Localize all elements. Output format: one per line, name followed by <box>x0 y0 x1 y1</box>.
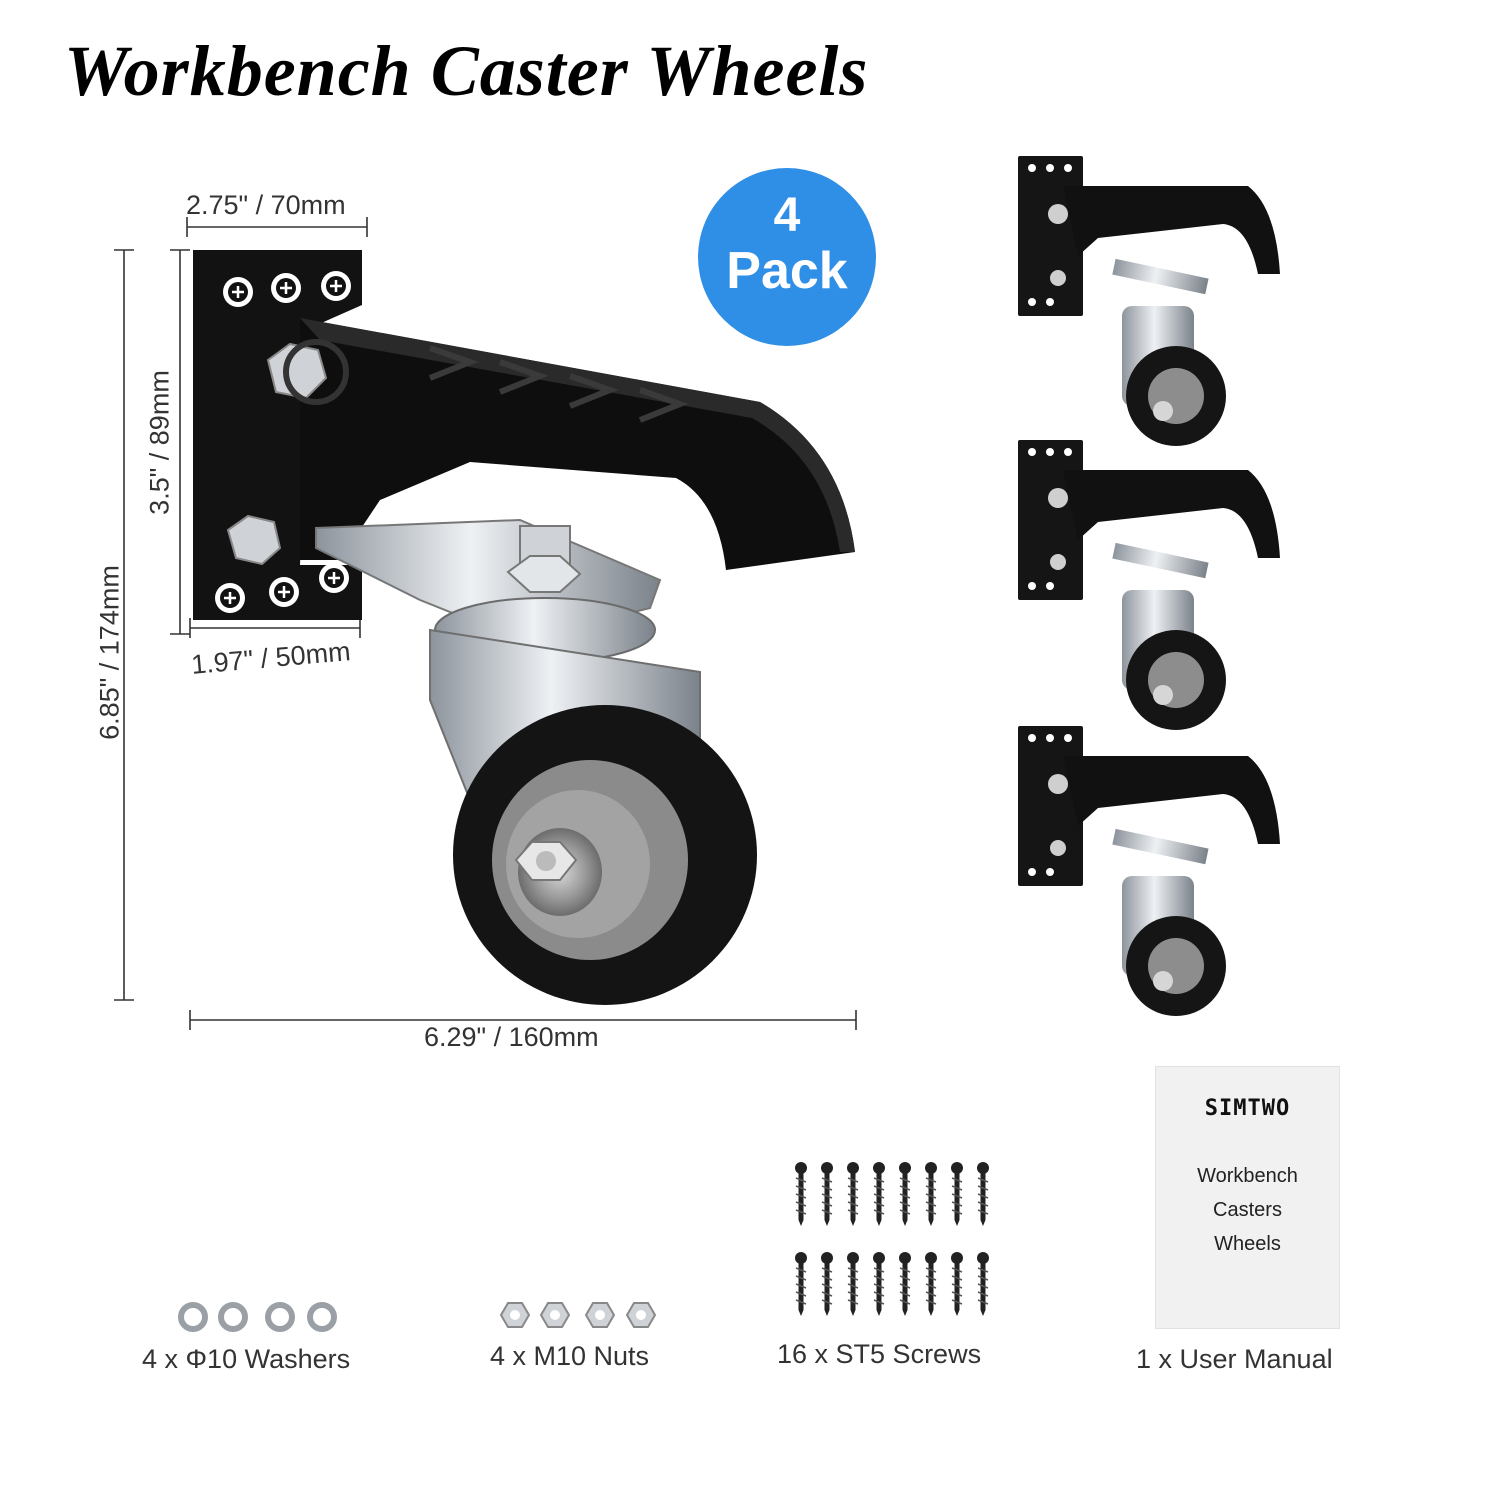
washers-label: 4 x Φ10 Washers <box>142 1344 351 1374</box>
nuts-label: 4 x M10 Nuts <box>490 1341 650 1371</box>
dimension-lines <box>114 217 857 1030</box>
washer-icon <box>178 1302 337 1332</box>
user-manual: SIMTWO Workbench Casters Wheels <box>1155 1066 1340 1329</box>
manual-line-1: Workbench <box>1197 1165 1298 1187</box>
screws-label: 16 x ST5 Screws <box>777 1339 982 1369</box>
nut-icon <box>499 1302 657 1328</box>
manual-line-3: Wheels <box>1214 1233 1281 1255</box>
page-title: Workbench Caster Wheels <box>64 31 869 111</box>
pack-count: 4 <box>773 189 801 242</box>
pack-label: Pack <box>726 242 848 300</box>
caster-preview-2 <box>1018 440 1280 730</box>
pack-badge: 4 Pack <box>698 168 876 346</box>
main-caster-illustration <box>193 250 855 1005</box>
caster-preview-1 <box>1018 156 1280 446</box>
dim-plate-width: 2.75" / 70mm <box>186 190 346 220</box>
screw-icon <box>794 1161 990 1317</box>
manual-line-2: Casters <box>1213 1199 1282 1221</box>
dim-total-length: 6.29" / 160mm <box>424 1022 599 1052</box>
caster-preview-3 <box>1018 726 1280 1016</box>
manual-label: 1 x User Manual <box>1136 1344 1333 1374</box>
manual-brand: SIMTWO <box>1204 1096 1291 1121</box>
dim-plate-height: 3.5" / 89mm <box>144 370 175 515</box>
dim-total-height: 6.85" / 174mm <box>94 565 125 740</box>
